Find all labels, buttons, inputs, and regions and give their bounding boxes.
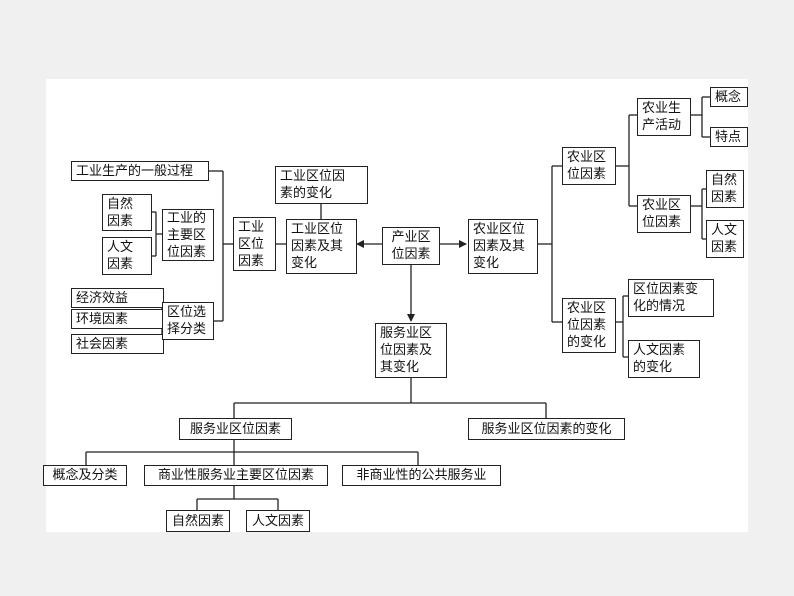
- node-natural-factors-a: 自然 因素: [102, 194, 152, 231]
- node-concept-and-classification: 概念及分类: [43, 465, 127, 486]
- node-human-factor-change: 人文因素 的变化: [628, 340, 700, 378]
- node-agri-factors-and-change: 农业区位 因素及其 变化: [468, 219, 538, 274]
- diagram-canvas: 工业生产的一般过程 自然 因素 人文 因素 工业的 主要区 位因素 经济效益 环…: [43, 79, 748, 532]
- node-service-factor-change: 服务业区位因素的变化: [468, 418, 625, 440]
- node-agri-production: 农业生 产活动: [637, 98, 691, 136]
- node-human-factors-a: 人文 因素: [102, 237, 152, 275]
- node-agri-factor-change: 农业区 位因素 的变化: [562, 298, 616, 353]
- node-environmental-factors: 环境因素: [71, 309, 164, 329]
- node-industry-main-factors: 工业的 主要区 位因素: [162, 209, 214, 261]
- node-service-factors-and-change: 服务业区 位因素及 其变化: [375, 323, 447, 378]
- node-industry-factors-and-change: 工业区位 因素及其 变化: [286, 219, 357, 274]
- node-industry-factor-change: 工业区位因 素的变化: [275, 166, 368, 204]
- node-service-location-factors: 服务业区位因素: [179, 418, 292, 440]
- node-features: 特点: [710, 127, 748, 147]
- node-human-factors-b: 人文 因素: [706, 220, 744, 258]
- node-agri-location-factors: 农业区 位因素: [562, 147, 616, 185]
- node-factor-change-situation: 区位因素变 化的情况: [628, 279, 714, 317]
- node-noncommercial-public-service: 非商业性的公共服务业: [342, 465, 501, 486]
- node-commercial-service-factors: 商业性服务业主要区位因素: [144, 465, 328, 486]
- node-location-selection: 区位选 择分类: [162, 302, 214, 340]
- node-natural-factors-b: 自然 因素: [706, 170, 744, 208]
- node-industry-general-process: 工业生产的一般过程: [71, 161, 209, 181]
- node-industry-location-factors: 工业 区位 因素: [233, 217, 276, 271]
- node-agri-location-factors-b: 农业区 位因素: [637, 195, 691, 233]
- node-social-factors: 社会因素: [71, 334, 164, 354]
- node-natural-factors-c: 自然因素: [166, 510, 230, 532]
- node-human-factors-c: 人文因素: [246, 510, 310, 532]
- node-economic-benefit: 经济效益: [71, 288, 164, 308]
- node-concept: 概念: [710, 87, 748, 107]
- node-industry-sector-factors: 产业区 位因素: [382, 227, 440, 265]
